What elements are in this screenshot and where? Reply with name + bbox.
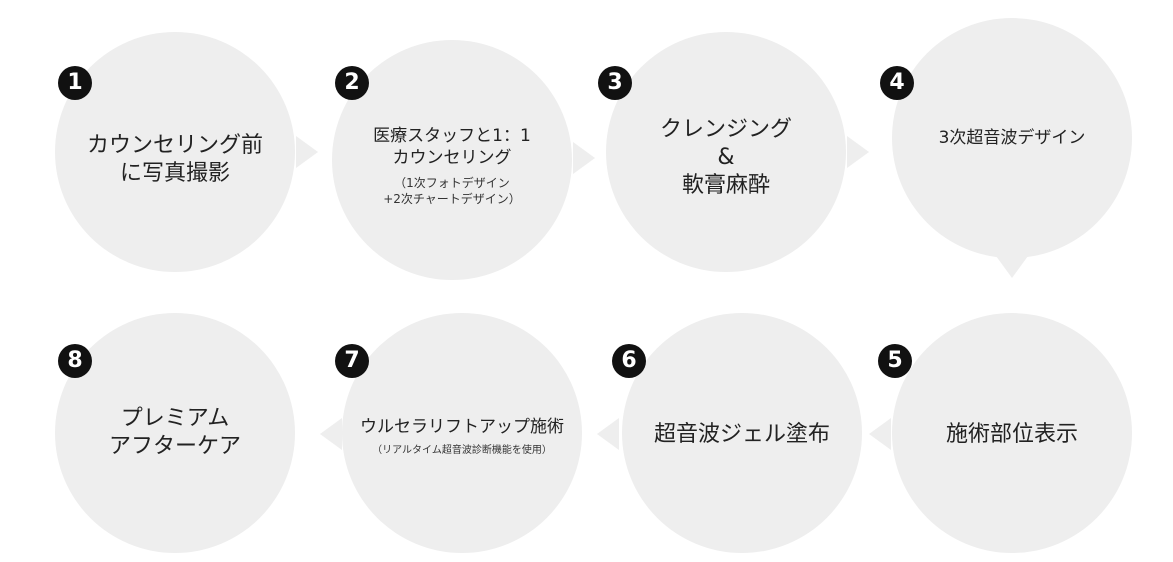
step-label: 施術部位表示: [897, 421, 1127, 449]
step-pointer-down-4: [996, 256, 1028, 278]
step-subtitle: （1次フォトデザイン +2次チャートデザイン）: [383, 176, 521, 206]
step-pointer-left-5: [869, 418, 891, 450]
step-subtitle: （リアルタイム超音波診断機能を使用）: [372, 445, 552, 456]
step-pointer-left-7: [320, 418, 342, 450]
step-title: プレミアム アフターケア: [108, 406, 241, 459]
step-title: 医療スタッフと1：1 カウンセリング: [373, 126, 531, 168]
step-title: 施術部位表示: [945, 422, 1078, 447]
step-title: クレンジング & 軟膏麻酔: [659, 117, 792, 198]
step-label: ウルセラリフトアップ施術 （リアルタイム超音波診断機能を使用）: [347, 416, 577, 458]
step-bubble-5: [892, 313, 1132, 553]
step-bubble-1: [55, 32, 295, 272]
step-label: 超音波ジェル塗布: [627, 421, 857, 449]
step-number-badge: 2: [335, 66, 369, 100]
step-pointer-left-6: [597, 418, 619, 450]
step-number-badge: 3: [598, 66, 632, 100]
step-label: クレンジング & 軟膏麻酔: [611, 116, 841, 200]
step-title: 3次超音波デザイン: [938, 128, 1086, 148]
step-number-badge: 5: [878, 344, 912, 378]
step-title: 超音波ジェル塗布: [653, 422, 830, 447]
step-title: カウンセリング前 に写真撮影: [86, 133, 263, 186]
step-label: カウンセリング前 に写真撮影: [60, 132, 290, 188]
step-bubble-8: [55, 313, 295, 553]
step-title: ウルセラリフトアップ施術: [360, 417, 564, 437]
step-bubble-6: [622, 313, 862, 553]
step-bubble-2: [332, 40, 572, 280]
step-number-badge: 6: [612, 344, 646, 378]
step-pointer-right-2: [573, 142, 595, 174]
step-number-badge: 7: [335, 344, 369, 378]
step-bubble-4: [892, 18, 1132, 258]
step-number-badge: 1: [58, 66, 92, 100]
step-label: 医療スタッフと1：1 カウンセリング （1次フォトデザイン +2次チャートデザイン…: [337, 125, 567, 207]
step-bubble-3: [606, 32, 846, 272]
step-label: プレミアム アフターケア: [60, 405, 290, 461]
step-label: 3次超音波デザイン: [897, 127, 1127, 149]
step-number-badge: 8: [58, 344, 92, 378]
step-number-badge: 4: [880, 66, 914, 100]
step-pointer-right-1: [296, 136, 318, 168]
step-bubble-7: [342, 313, 582, 553]
step-pointer-right-3: [847, 136, 869, 168]
